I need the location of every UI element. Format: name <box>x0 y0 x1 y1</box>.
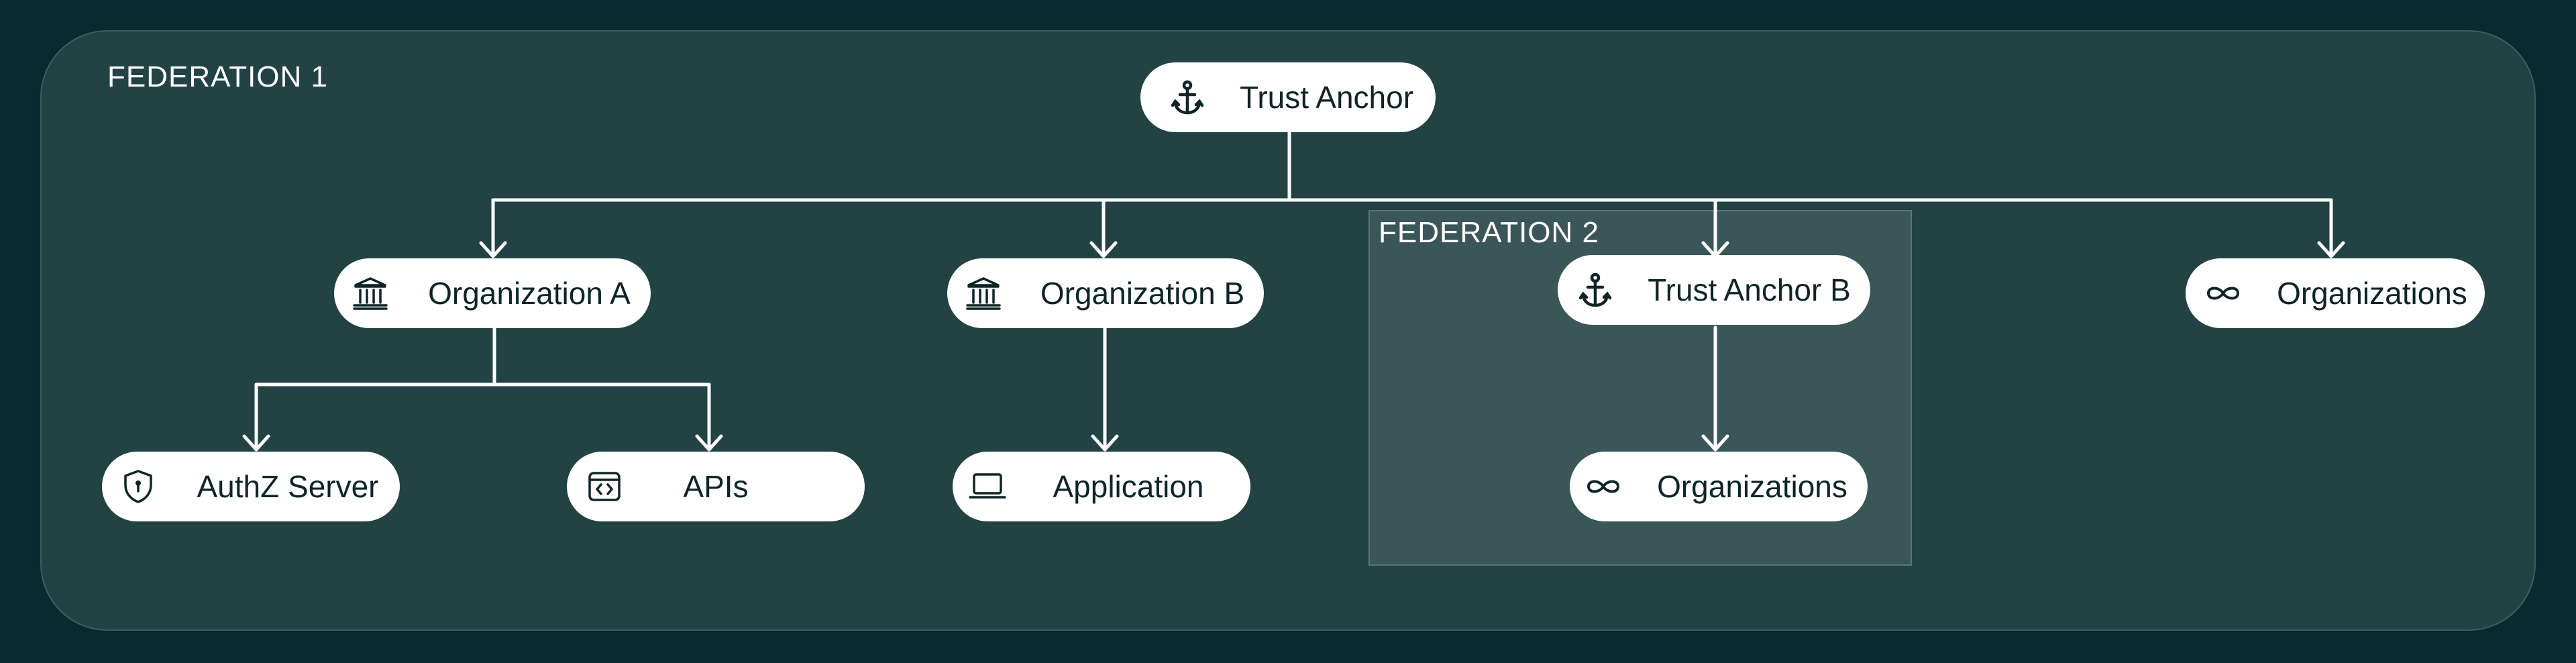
institution-icon <box>963 273 1004 313</box>
node-label: Organization A <box>428 276 631 311</box>
federation-1-label: FEDERATION 1 <box>107 60 329 93</box>
arrowhead-authz-server <box>242 434 270 452</box>
node-label: APIs <box>683 469 749 504</box>
arrowhead-application <box>1091 434 1119 452</box>
code-window-icon <box>584 466 625 507</box>
shield-icon <box>118 466 158 507</box>
node-organization-a: Organization A <box>334 258 651 328</box>
arrowhead-organization-a <box>479 241 507 258</box>
node-label: Organizations <box>1657 469 1847 504</box>
anchor-icon <box>1575 270 1615 310</box>
node-label: Organizations <box>2277 276 2467 311</box>
node-trust-anchor-b: Trust Anchor B <box>1558 255 1870 325</box>
node-label: Trust Anchor B <box>1648 272 1851 307</box>
federation-2-label: FEDERATION 2 <box>1379 216 1600 249</box>
node-trust-anchor: Trust Anchor <box>1140 62 1436 132</box>
node-organization-b: Organization B <box>947 258 1264 328</box>
node-label: AuthZ Server <box>197 469 379 504</box>
anchor-icon <box>1167 77 1208 117</box>
node-label: Trust Anchor <box>1239 80 1414 115</box>
arrowhead-apis <box>695 434 723 452</box>
node-label: Application <box>1053 469 1204 504</box>
node-organizations: Organizations <box>2186 258 2485 328</box>
node-apis: APIs <box>567 452 865 521</box>
node-authz-server: AuthZ Server <box>102 452 400 521</box>
node-application: Application <box>953 452 1250 521</box>
infinity-icon <box>1583 466 1623 507</box>
arrowhead-organizations <box>2317 241 2345 258</box>
node-organizations-fed2: Organizations <box>1570 452 1868 521</box>
node-label: Organization B <box>1040 276 1245 311</box>
arrowhead-organizations-fed2 <box>1701 434 1729 452</box>
laptop-icon <box>967 466 1008 507</box>
infinity-icon <box>2203 273 2243 313</box>
arrowhead-organization-b <box>1089 241 1118 258</box>
institution-icon <box>350 273 390 313</box>
